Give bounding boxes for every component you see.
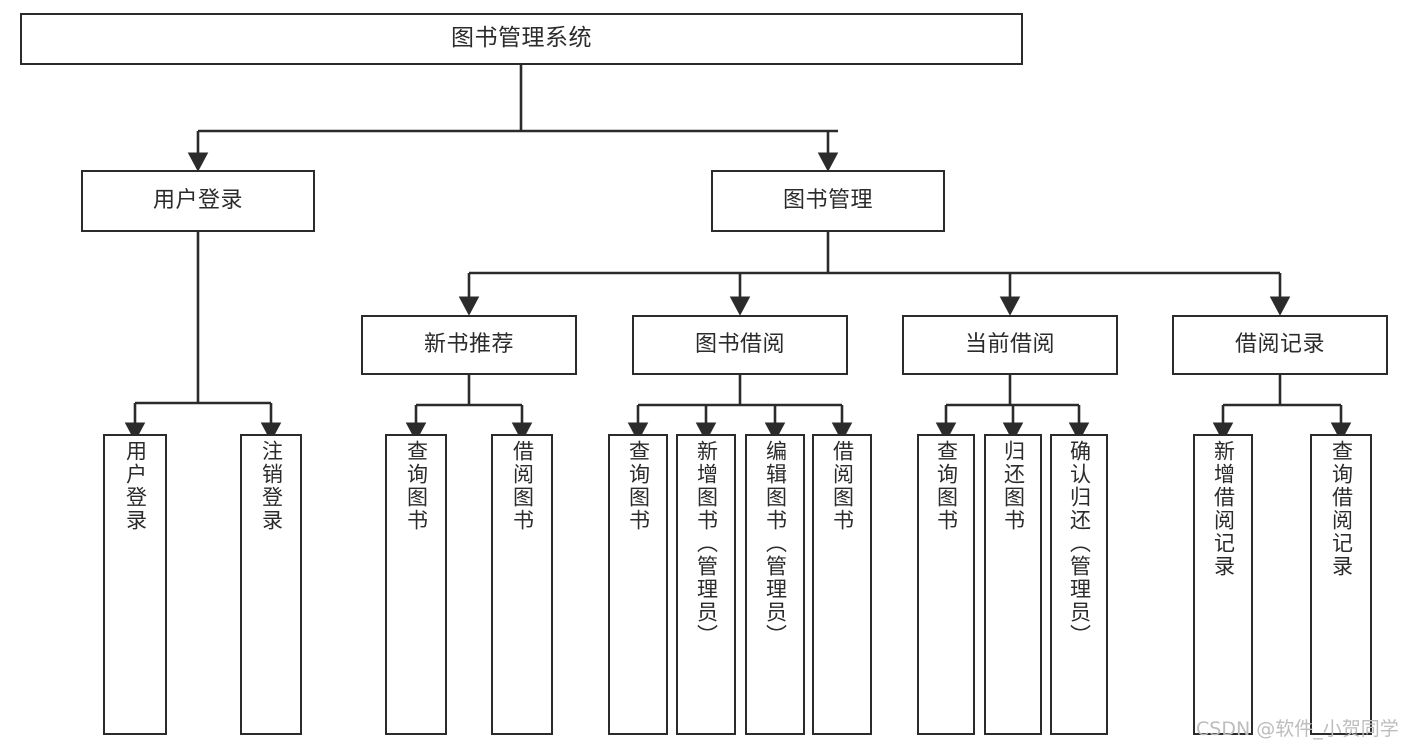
node-book-manage-label: 图书管理 (782, 187, 873, 213)
leaf-user-login-2-label: 注销登录 (259, 440, 284, 532)
node-current-borrow[interactable]: 当前借阅 (902, 315, 1118, 375)
node-borrow-record[interactable]: 借阅记录 (1172, 315, 1388, 375)
leaf-new-book-rec-2-label: 借阅图书 (510, 440, 535, 532)
leaf-user-login-1[interactable]: 用户登录 (103, 434, 167, 735)
leaf-book-borrow-1-label: 查询图书 (626, 440, 651, 532)
leaf-current-borrow-1-label: 查询图书 (934, 440, 959, 532)
leaf-current-borrow-3[interactable]: 确认归还（管理员） (1050, 434, 1108, 735)
leaf-current-borrow-3-label: 确认归还（管理员） (1067, 440, 1092, 647)
csdn-watermark: CSDN @软件_小贺同学 (1196, 718, 1399, 740)
node-new-book-rec-label: 新书推荐 (423, 331, 514, 357)
leaf-book-borrow-4[interactable]: 借阅图书 (812, 434, 872, 735)
leaf-book-borrow-2-label: 新增图书（管理员） (694, 440, 719, 647)
leaf-current-borrow-1[interactable]: 查询图书 (917, 434, 975, 735)
leaf-book-borrow-1[interactable]: 查询图书 (608, 434, 668, 735)
node-root-label: 图书管理系统 (451, 25, 592, 52)
leaf-borrow-record-1-label: 新增借阅记录 (1211, 440, 1236, 578)
node-current-borrow-label: 当前借阅 (964, 331, 1055, 357)
leaf-book-borrow-3[interactable]: 编辑图书（管理员） (745, 434, 805, 735)
node-user-login[interactable]: 用户登录 (81, 170, 315, 232)
leaf-book-borrow-3-label: 编辑图书（管理员） (763, 440, 788, 647)
leaf-book-borrow-2[interactable]: 新增图书（管理员） (676, 434, 736, 735)
leaf-book-borrow-4-label: 借阅图书 (830, 440, 855, 532)
leaf-borrow-record-2[interactable]: 查询借阅记录 (1310, 434, 1372, 735)
node-root[interactable]: 图书管理系统 (20, 13, 1023, 65)
leaf-current-borrow-2[interactable]: 归还图书 (984, 434, 1042, 735)
node-borrow-record-label: 借阅记录 (1234, 331, 1325, 357)
leaf-user-login-2[interactable]: 注销登录 (240, 434, 302, 735)
leaf-borrow-record-1[interactable]: 新增借阅记录 (1193, 434, 1253, 735)
leaf-current-borrow-2-label: 归还图书 (1001, 440, 1026, 532)
node-new-book-rec[interactable]: 新书推荐 (361, 315, 577, 375)
leaf-borrow-record-2-label: 查询借阅记录 (1329, 440, 1354, 578)
node-book-borrow[interactable]: 图书借阅 (632, 315, 848, 375)
leaf-user-login-1-label: 用户登录 (123, 440, 148, 532)
leaf-new-book-rec-2[interactable]: 借阅图书 (491, 434, 553, 735)
node-book-borrow-label: 图书借阅 (694, 331, 785, 357)
leaf-new-book-rec-1-label: 查询图书 (404, 440, 429, 532)
node-book-manage[interactable]: 图书管理 (711, 170, 945, 232)
leaf-new-book-rec-1[interactable]: 查询图书 (385, 434, 447, 735)
node-user-login-label: 用户登录 (152, 187, 243, 213)
